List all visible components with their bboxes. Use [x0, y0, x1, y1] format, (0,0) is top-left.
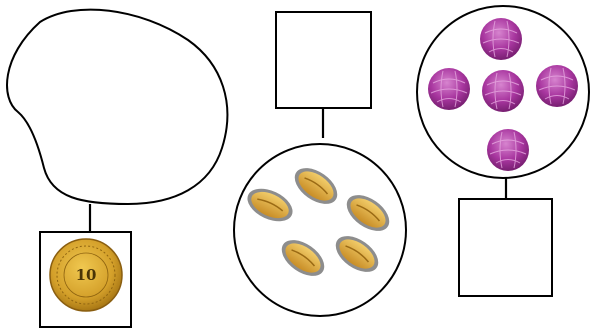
square-shape	[275, 11, 372, 109]
coin-label: 10	[76, 266, 97, 284]
purple-ball-icon	[480, 18, 522, 60]
bean-icon	[247, 188, 293, 222]
group-1: 10	[6, 8, 229, 328]
group-3	[416, 5, 590, 297]
blob-shape	[6, 8, 229, 206]
purple-ball-icon	[487, 129, 529, 171]
bean-icon	[294, 168, 338, 204]
purple-ball-icon	[482, 70, 524, 112]
purple-ball-icon	[428, 68, 470, 110]
square-shape	[458, 198, 553, 297]
bean-icon	[346, 195, 390, 231]
coin-icon: 10	[49, 238, 123, 312]
group-2	[233, 11, 407, 317]
purple-ball-icon	[536, 65, 578, 107]
circle-shape	[233, 143, 407, 317]
bean-icon	[335, 236, 379, 272]
bean-icon	[281, 240, 325, 276]
